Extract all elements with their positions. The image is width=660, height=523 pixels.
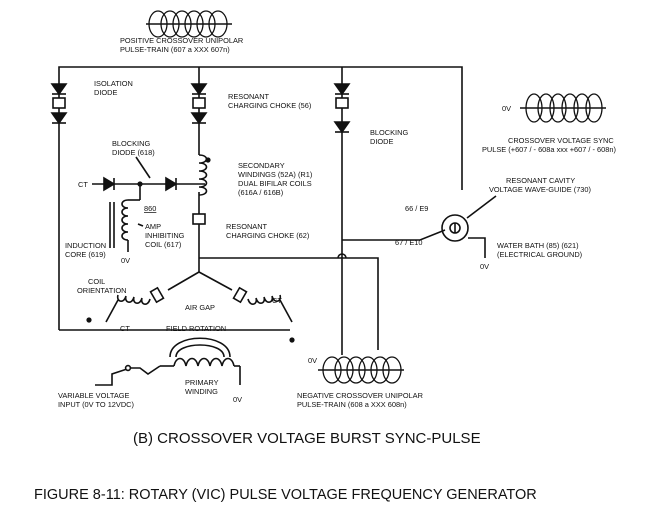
e10-label: 67 / E10 (395, 238, 423, 247)
variable-voltage-label-2: INPUT (0V TO 12VDC) (58, 400, 134, 409)
ct-label-left: CT (78, 180, 88, 189)
switch-icon (95, 364, 161, 386)
circuit-wiring (58, 66, 486, 355)
blocking-diode-left-label-2: DIODE (618) (112, 148, 155, 157)
blocking-diode-right-label-1: BLOCKING (370, 128, 408, 137)
zero-v-label-sync: 0V (502, 104, 511, 113)
secondary-label-2: WINDINGS (52A) (R1) (238, 170, 312, 179)
blocking-diode-left-label-1: BLOCKING (112, 139, 150, 148)
blocking-diode-right-icon (333, 83, 351, 134)
amp-inhibit-label-1: AMP (145, 222, 161, 231)
resonant-choke-mid-label-1: RESONANT (226, 222, 268, 231)
coil-orientation-label-1: COIL (88, 277, 105, 286)
secondary-windings-coil-icon (198, 154, 211, 196)
water-bath-label-1: WATER BATH (85) (621) (497, 241, 579, 250)
air-gap-label: AIR GAP (185, 303, 215, 312)
e9-label: 66 / E9 (405, 204, 428, 213)
amp-inhibiting-coil-icon (109, 199, 140, 252)
induction-core-label-1: INDUCTION (65, 241, 106, 250)
primary-winding-label-1: PRIMARY (185, 378, 219, 387)
rotor-coils (86, 271, 295, 343)
positive-pulse-train-waveform (146, 10, 232, 38)
resonant-cavity-icon (441, 195, 497, 242)
isolation-diode-icon (50, 83, 68, 125)
negative-pulse-train-waveform (318, 356, 404, 384)
induction-core-label-2: CORE (619) (65, 250, 106, 259)
positive-pulse-label-1: POSITIVE CROSSOVER UNIPOLAR (120, 36, 243, 45)
resonant-charging-choke-62-icon (192, 213, 206, 225)
secondary-label-1: SECONDARY (238, 161, 285, 170)
crossover-sync-label-2: PULSE (+607 / - 608a xxx +607 / - 608n) (482, 145, 616, 154)
zero-v-label-primary: 0V (233, 395, 242, 404)
zero-v-label-negative: 0V (308, 356, 317, 365)
isolation-diode-label-1: ISOLATION (94, 79, 133, 88)
resonant-charging-choke-top-icon (190, 83, 208, 125)
crossover-sync-waveform (520, 93, 606, 123)
secondary-label-4: (616A / 616B) (238, 188, 283, 197)
diagram-subtitle: (B) CROSSOVER VOLTAGE BURST SYNC-PULSE (133, 430, 481, 447)
amp-inhibit-label-3: COIL (617) (145, 240, 181, 249)
water-bath-label-2: (ELECTRICAL GROUND) (497, 250, 582, 259)
negative-pulse-label-2: PULSE-TRAIN (608 a XXX 608n) (297, 400, 407, 409)
figure-title: FIGURE 8-11: ROTARY (VIC) PULSE VOLTAGE … (34, 487, 537, 503)
ct-label-right-rotor: CT (272, 296, 282, 305)
primary-winding-label-2: WINDING (185, 387, 218, 396)
blocking-diode-right-label-2: DIODE (370, 137, 393, 146)
ct-label-left-rotor: CT (120, 324, 130, 333)
primary-winding-icon (160, 337, 241, 385)
n860-label: 860 (144, 204, 156, 213)
positive-pulse-label-2: PULSE-TRAIN (607 a XXX 607n) (120, 45, 230, 54)
cavity-label-2: VOLTAGE WAVE-GUIDE (730) (489, 185, 591, 194)
resonant-choke-mid-label-2: CHARGING CHOKE (62) (226, 231, 309, 240)
zero-v-label-ground: 0V (480, 262, 489, 271)
resonant-choke-top-label-1: RESONANT (228, 92, 270, 101)
blocking-diode-618-icon (103, 176, 178, 192)
field-rotation-label: FIELD ROTATION (166, 324, 226, 333)
resonant-choke-top-label-2: CHARGING CHOKE (56) (228, 101, 311, 110)
secondary-label-3: DUAL BIFILAR COILS (238, 179, 312, 188)
isolation-diode-label-2: DIODE (94, 88, 117, 97)
zero-v-label-coil: 0V (121, 256, 130, 265)
amp-inhibit-label-2: INHIBITING (145, 231, 185, 240)
crossover-sync-label-1: CROSSOVER VOLTAGE SYNC (508, 136, 614, 145)
cavity-label-1: RESONANT CAVITY (506, 176, 575, 185)
negative-pulse-label-1: NEGATIVE CROSSOVER UNIPOLAR (297, 391, 423, 400)
variable-voltage-label-1: VARIABLE VOLTAGE (58, 391, 130, 400)
coil-orientation-label-2: ORIENTATION (77, 286, 126, 295)
